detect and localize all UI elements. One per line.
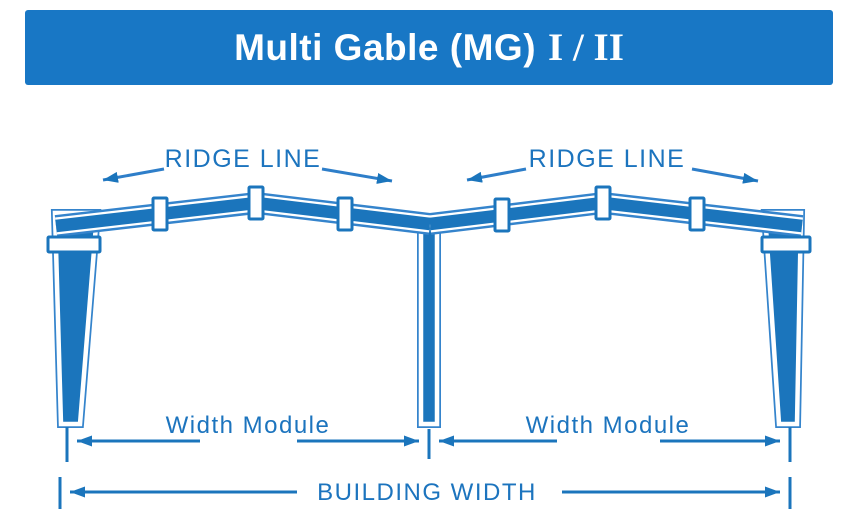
right-column bbox=[760, 209, 806, 428]
ridge-arrow-right-toward-valley bbox=[466, 167, 527, 183]
dimension-annotations: Width Module Width Module BUILDING WIDTH bbox=[58, 412, 792, 509]
width-module-label-right: Width Module bbox=[526, 412, 691, 439]
ridge-arrow-left-down bbox=[102, 167, 165, 183]
purlin-blocks bbox=[151, 185, 706, 233]
purlin-block bbox=[493, 197, 511, 233]
purlin-block bbox=[336, 196, 354, 232]
width-module-label-left: Width Module bbox=[166, 412, 331, 439]
ridge-line-label-left: RIDGE LINE bbox=[165, 145, 322, 173]
page-title: Multi Gable (MG) bbox=[234, 26, 537, 68]
purlin-block bbox=[688, 196, 706, 232]
ridge-block-right-gable bbox=[594, 185, 612, 221]
left-eave-plate bbox=[46, 235, 102, 254]
ridge-block-left-gable bbox=[247, 185, 265, 221]
right-eave-plate bbox=[760, 235, 812, 254]
steel-frame bbox=[46, 185, 812, 428]
ridge-line-label-right: RIDGE LINE bbox=[529, 145, 686, 173]
building-width-label: BUILDING WIDTH bbox=[317, 479, 537, 506]
page-title-roman-numerals: I / II bbox=[548, 26, 624, 69]
center-column bbox=[417, 215, 441, 428]
purlin-block bbox=[151, 196, 169, 232]
eave-plates bbox=[46, 235, 812, 254]
title-banner: Multi Gable (MG) I / II bbox=[25, 10, 833, 85]
ridge-arrow-right-down bbox=[691, 167, 759, 184]
ridge-arrow-left-toward-valley bbox=[321, 167, 393, 184]
ridge-annotations: RIDGE LINE RIDGE LINE bbox=[102, 145, 759, 184]
